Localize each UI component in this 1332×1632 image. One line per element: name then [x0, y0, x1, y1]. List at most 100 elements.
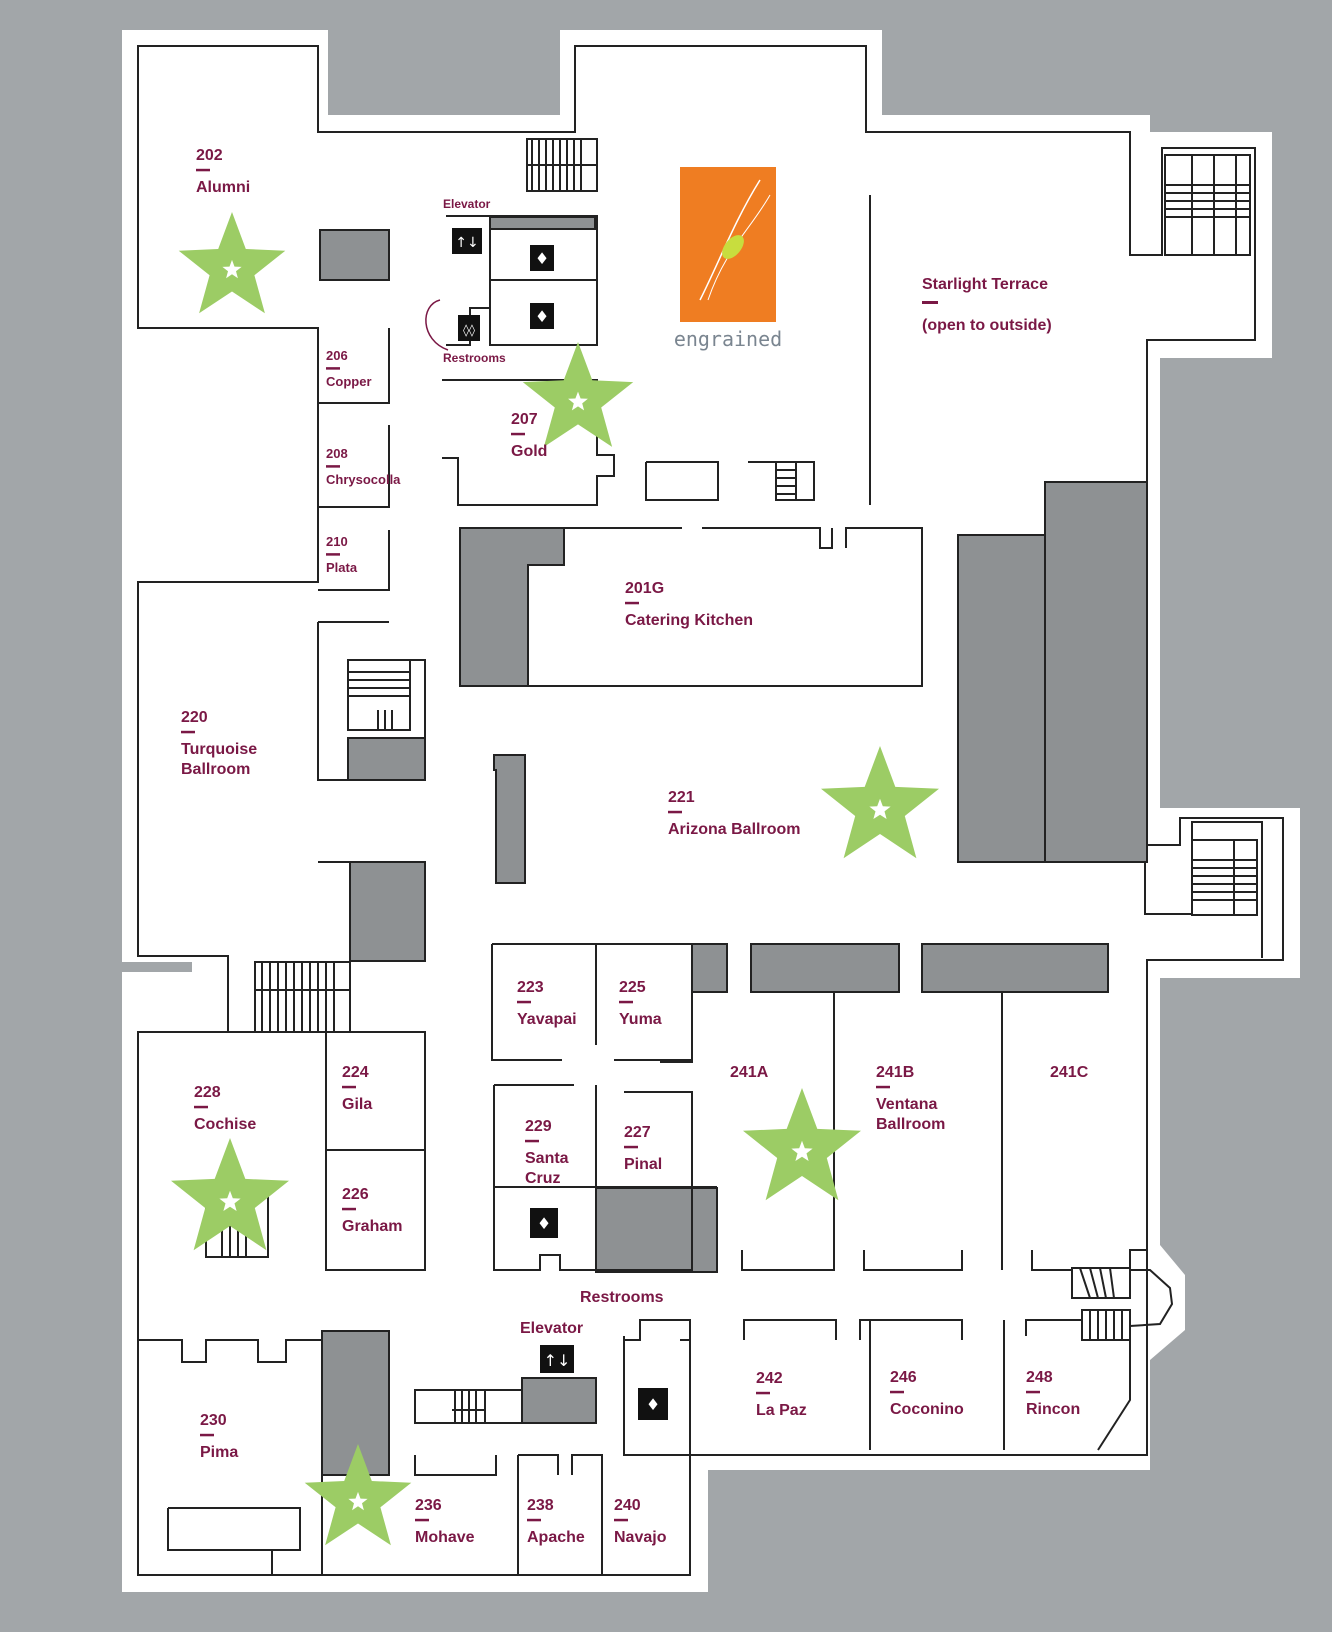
room-number: 227 — [624, 1124, 651, 1141]
room-dash — [668, 810, 682, 814]
star-icon — [171, 1138, 289, 1251]
elevator-label-bottom: Elevator — [520, 1320, 583, 1337]
svg-text:◊◊: ◊◊ — [463, 323, 475, 337]
room-name: Apache — [527, 1529, 585, 1546]
room-dash — [614, 1518, 628, 1522]
room-number: 223 — [517, 979, 544, 996]
room-number: 207 — [511, 411, 538, 428]
room-number: 238 — [527, 1497, 554, 1514]
room-name: Chrysocolla — [326, 472, 401, 487]
room-dash — [196, 168, 210, 172]
room-dash — [876, 1085, 890, 1089]
room-dash — [890, 1390, 904, 1394]
room-number: 210 — [326, 534, 348, 549]
room-dash — [756, 1391, 770, 1395]
room-name: Pima — [200, 1444, 238, 1461]
room-number: 242 — [756, 1370, 783, 1387]
room-number: 236 — [415, 1497, 442, 1514]
svg-text:↑↓: ↑↓ — [544, 1351, 571, 1370]
elevator-label-top: Elevator — [443, 197, 491, 211]
room-dash — [200, 1433, 214, 1437]
room-dash — [525, 1139, 539, 1143]
room-name: Arizona Ballroom — [668, 821, 800, 838]
room-dash — [624, 1145, 638, 1149]
room-number: 206 — [326, 348, 348, 363]
restrooms-arrow-icon — [425, 299, 449, 351]
room-dash — [1026, 1390, 1040, 1394]
room-name: Copper — [326, 374, 372, 389]
room-name: Yuma — [619, 1011, 662, 1028]
room-dash — [326, 367, 340, 370]
svg-text:♦: ♦ — [535, 307, 549, 326]
svg-text:♦: ♦ — [535, 249, 549, 268]
room-number: 221 — [668, 789, 695, 806]
room-name: Catering Kitchen — [625, 612, 753, 629]
room-number: 230 — [200, 1412, 227, 1429]
room-name: Coconino — [890, 1401, 964, 1418]
star-icons — [171, 212, 939, 1546]
room-number: 241C — [1050, 1064, 1089, 1081]
room-number: 208 — [326, 446, 348, 461]
room-name: Gila — [342, 1096, 372, 1113]
room-name: Plata — [326, 560, 358, 575]
terrace-note: (open to outside) — [922, 317, 1052, 334]
room-name: Ventana — [876, 1096, 937, 1113]
room-name: Alumni — [196, 179, 250, 196]
room-dash — [194, 1105, 208, 1109]
room-label-242: 242 La Paz — [756, 1370, 807, 1419]
room-label-241c: 241C — [1050, 1064, 1089, 1081]
room-name: Rincon — [1026, 1401, 1080, 1418]
room-number: 241A — [730, 1064, 769, 1081]
room-dash — [517, 1000, 531, 1004]
room-name-2: Cruz — [525, 1170, 561, 1187]
terrace-label: Starlight Terrace — [922, 276, 1048, 293]
room-dash — [181, 730, 195, 734]
room-number: 226 — [342, 1186, 369, 1203]
room-dash — [619, 1000, 633, 1004]
svg-text:engrained: engrained — [674, 327, 782, 351]
room-dash — [342, 1085, 356, 1089]
room-name: Graham — [342, 1218, 402, 1235]
shaded-areas — [319, 216, 1148, 1476]
room-number: 229 — [525, 1118, 552, 1135]
restrooms-label-bottom: Restrooms — [580, 1289, 664, 1306]
elevator-icon: ↑↓ ◊◊ ↑↓ — [452, 228, 574, 1373]
room-name: Navajo — [614, 1529, 667, 1546]
room-number: 248 — [1026, 1369, 1053, 1386]
svg-text:♦: ♦ — [646, 1395, 660, 1414]
room-name: Yavapai — [517, 1011, 577, 1028]
room-number: 228 — [194, 1084, 221, 1101]
star-icon — [821, 746, 939, 859]
room-name: Cochise — [194, 1116, 256, 1133]
room-name: Mohave — [415, 1529, 475, 1546]
room-dash — [342, 1207, 356, 1211]
room-name: La Paz — [756, 1402, 807, 1419]
room-name: Santa — [525, 1150, 569, 1167]
terrace-dash — [922, 301, 938, 304]
room-number: 225 — [619, 979, 646, 996]
room-label-241a: 241A — [730, 1064, 769, 1081]
restrooms-label-top: Restrooms — [443, 351, 506, 365]
engrained-logo: engrained — [674, 167, 782, 351]
